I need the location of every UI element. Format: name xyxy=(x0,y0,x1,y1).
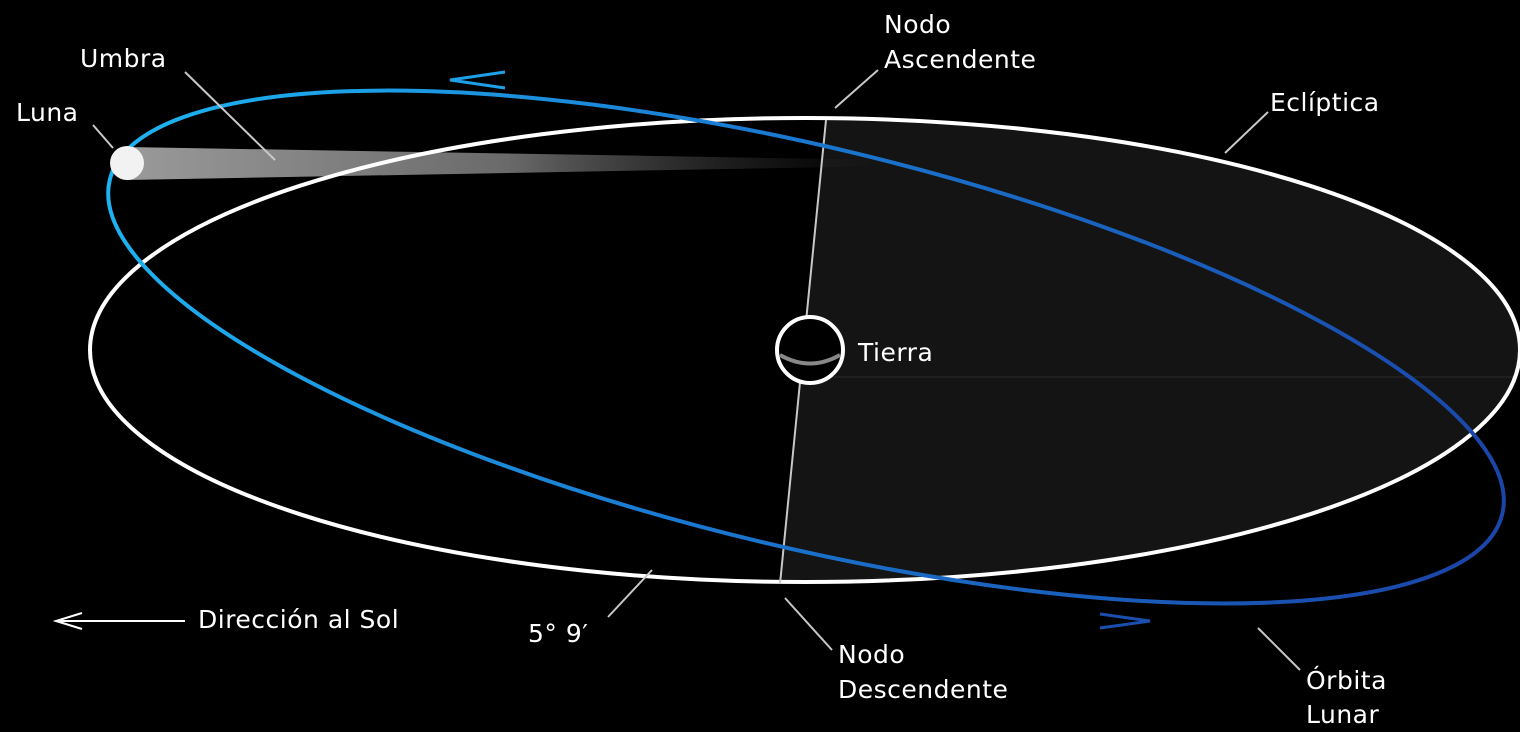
label-nodo-descendente-line2: Descendente xyxy=(838,675,1009,704)
label-nodo-ascendente-line1: Nodo xyxy=(884,10,952,39)
label-orbita-lunar-line2: Lunar xyxy=(1306,700,1380,729)
leader-luna xyxy=(92,124,114,149)
label-nodo-descendente-line1: Nodo xyxy=(838,640,906,669)
umbra-cone xyxy=(126,147,890,180)
label-tierra: Tierra xyxy=(858,338,934,367)
label-direccion-sol: Dirección al Sol xyxy=(198,605,400,634)
label-orbita-lunar-line1: Órbita xyxy=(1306,666,1387,695)
lunar-orbit-ellipse xyxy=(106,88,1506,606)
leader-nodo-ascendente xyxy=(834,69,879,109)
label-luna: Luna xyxy=(16,98,79,127)
leader-umbra xyxy=(184,71,276,161)
ecliptic-shaded-half xyxy=(780,120,1520,582)
sun-direction-arrow xyxy=(52,612,185,630)
ecliptic-ellipse xyxy=(88,116,1520,584)
leader-nodo-descendente xyxy=(784,597,833,651)
leader-ecliptica xyxy=(1224,111,1269,154)
leader-angulo xyxy=(607,569,653,618)
label-umbra: Umbra xyxy=(80,44,167,73)
orbit-arrow-bottom xyxy=(1099,612,1151,630)
label-nodo-ascendente-line2: Ascendente xyxy=(884,45,1037,74)
earth-icon xyxy=(775,315,845,385)
moon-icon xyxy=(110,146,144,180)
leader-orbita-lunar xyxy=(1257,627,1301,671)
label-ecliptica: Eclíptica xyxy=(1270,88,1380,117)
label-angulo: 5° 9′ xyxy=(528,619,589,648)
orbit-arrow-top xyxy=(449,70,506,90)
